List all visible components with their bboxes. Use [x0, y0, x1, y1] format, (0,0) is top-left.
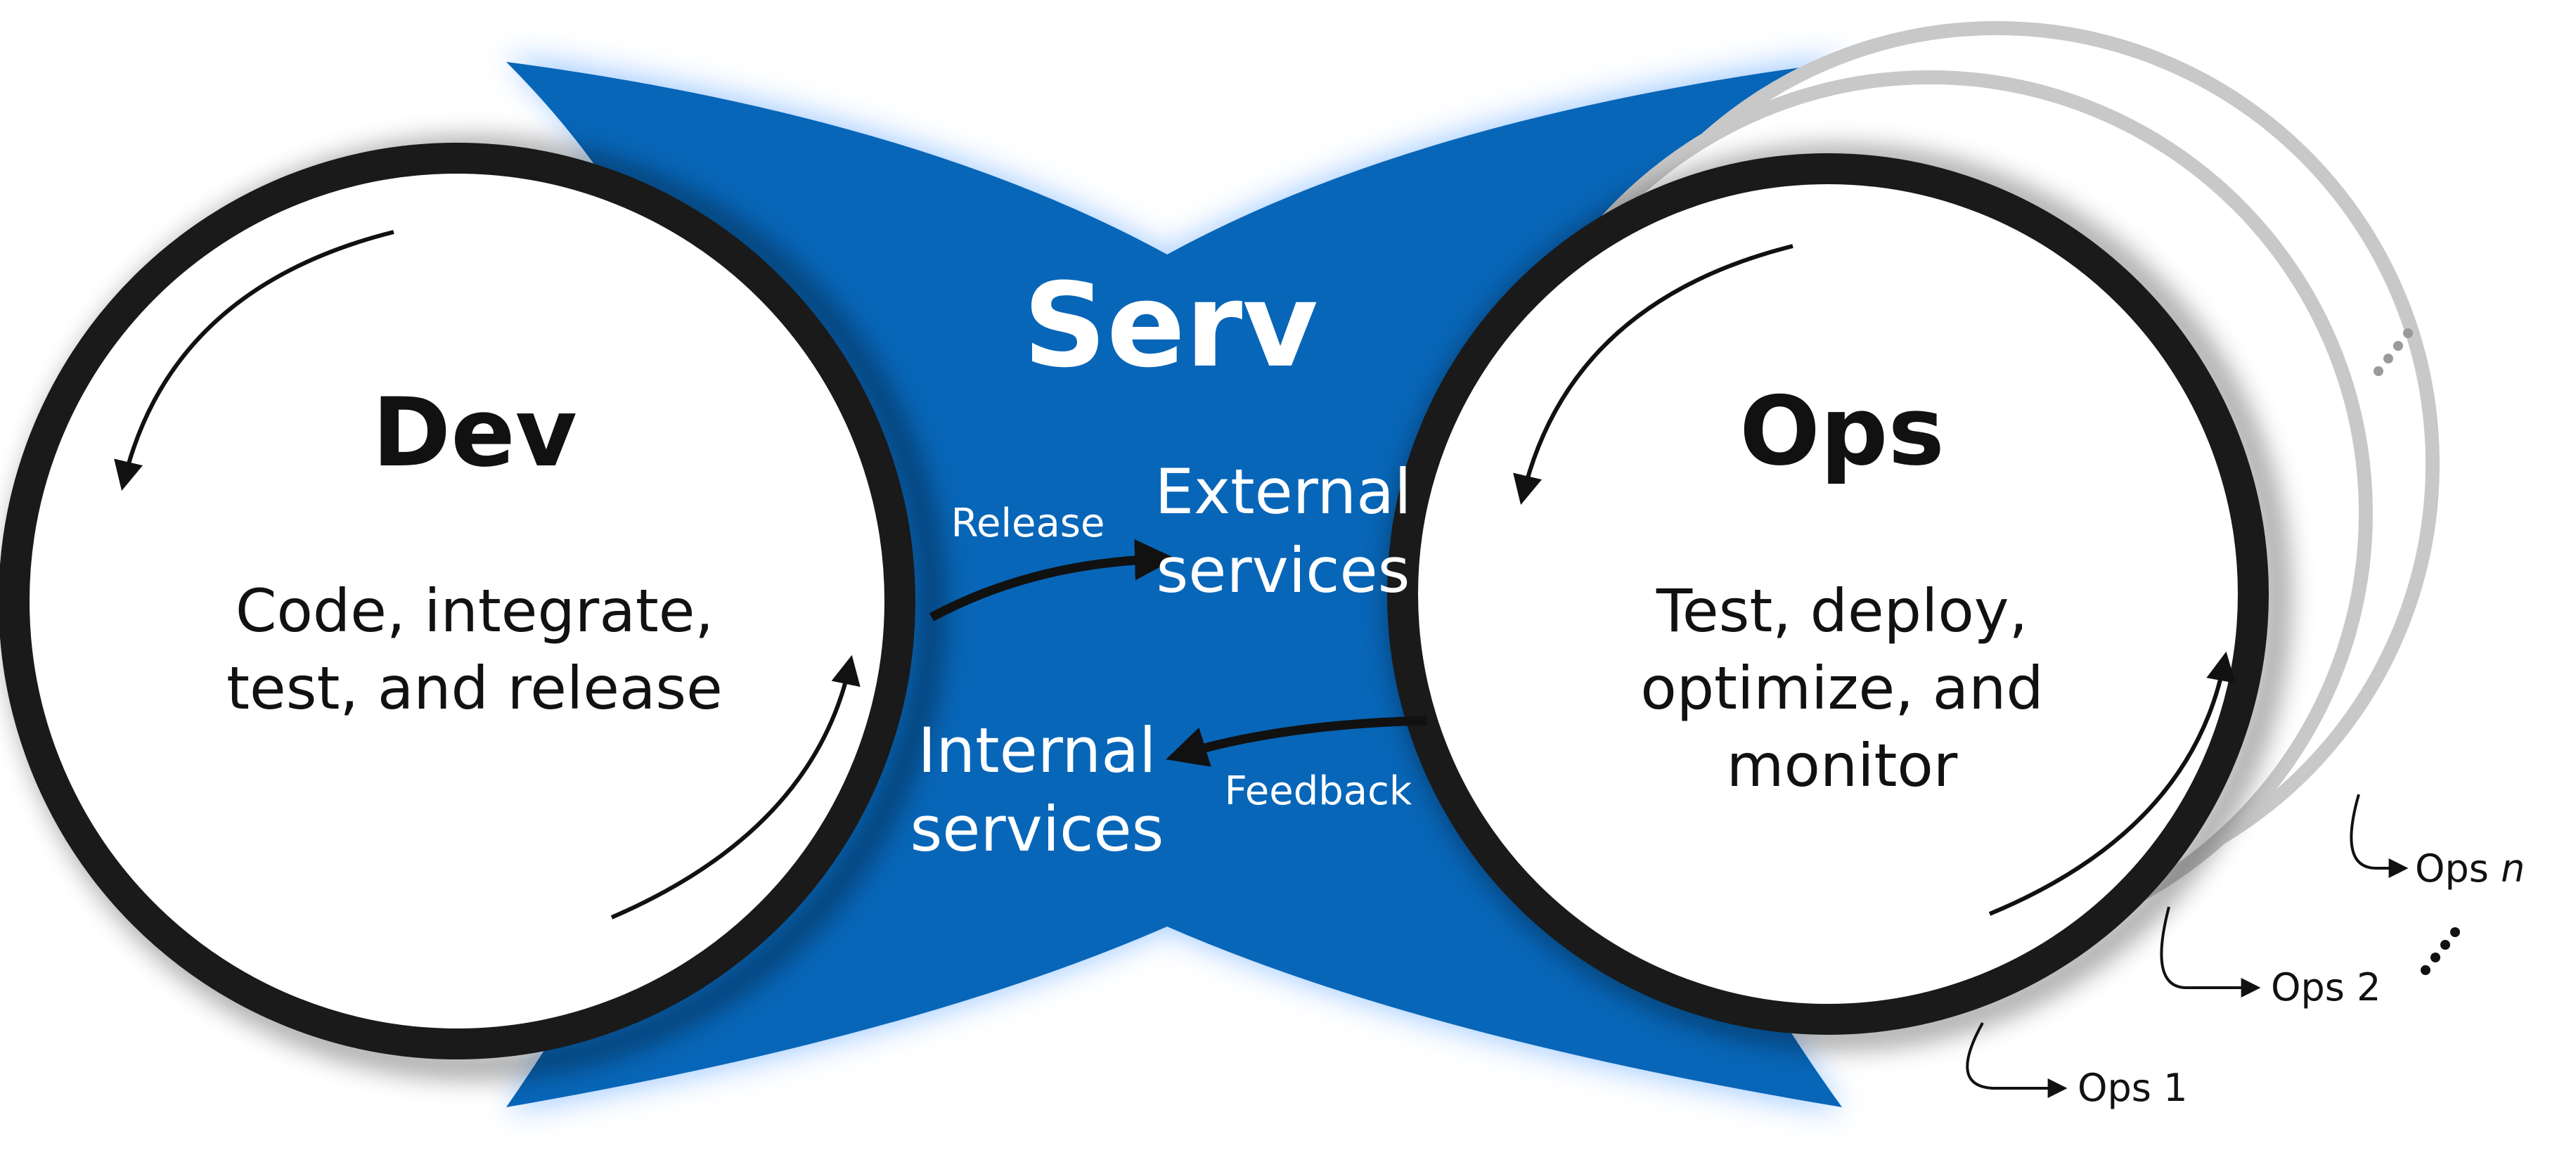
release-arrow: [929, 538, 1176, 621]
ops-1-ring: [1387, 153, 2269, 1035]
ops-n-variable: n: [2501, 846, 2525, 891]
internal-services-line2: services: [910, 793, 1164, 865]
ops-2-leader: [2160, 906, 2261, 998]
ops-1-label: Ops 1: [2078, 1066, 2187, 1110]
dev-description-line1: Code, integrate,: [236, 576, 714, 645]
release-label: Release: [951, 501, 1105, 546]
ops-description-line1: Test, deploy,: [1656, 576, 2028, 645]
external-services-line2: services: [1156, 534, 1410, 607]
dev-description-line2: test, and release: [226, 654, 723, 723]
ops-description-line2: optimize, and: [1640, 654, 2043, 723]
dev-ring: [0, 143, 915, 1059]
dev-title: Dev: [372, 378, 577, 488]
feedback-label: Feedback: [1225, 768, 1412, 814]
dev-cycle-arrow-top: [114, 230, 394, 491]
external-services-line1: External: [1154, 456, 1411, 528]
ops-2-label: Ops 2: [2271, 965, 2381, 1009]
ghost-ellipsis-dots: [2374, 328, 2413, 376]
ops-description-line3: monitor: [1727, 731, 1958, 800]
ops-n-prefix: Ops: [2415, 846, 2501, 891]
serv-title: Serv: [1023, 258, 1318, 393]
ops-cycle-arrow-top: [1513, 244, 1793, 505]
ops-n-leader: [2350, 794, 2409, 878]
ops-cycle-arrow-bottom: [1988, 651, 2236, 916]
feedback-arrow: [1166, 716, 1428, 767]
ops-n-label: Ops n: [2415, 846, 2525, 891]
dev-cycle-arrow-bottom: [610, 654, 861, 920]
instance-ellipsis-dots: [2421, 927, 2460, 975]
internal-services-line1: Internal: [917, 714, 1156, 787]
ops-title: Ops: [1739, 376, 1945, 486]
ops-1-leader: [1966, 1022, 2068, 1098]
